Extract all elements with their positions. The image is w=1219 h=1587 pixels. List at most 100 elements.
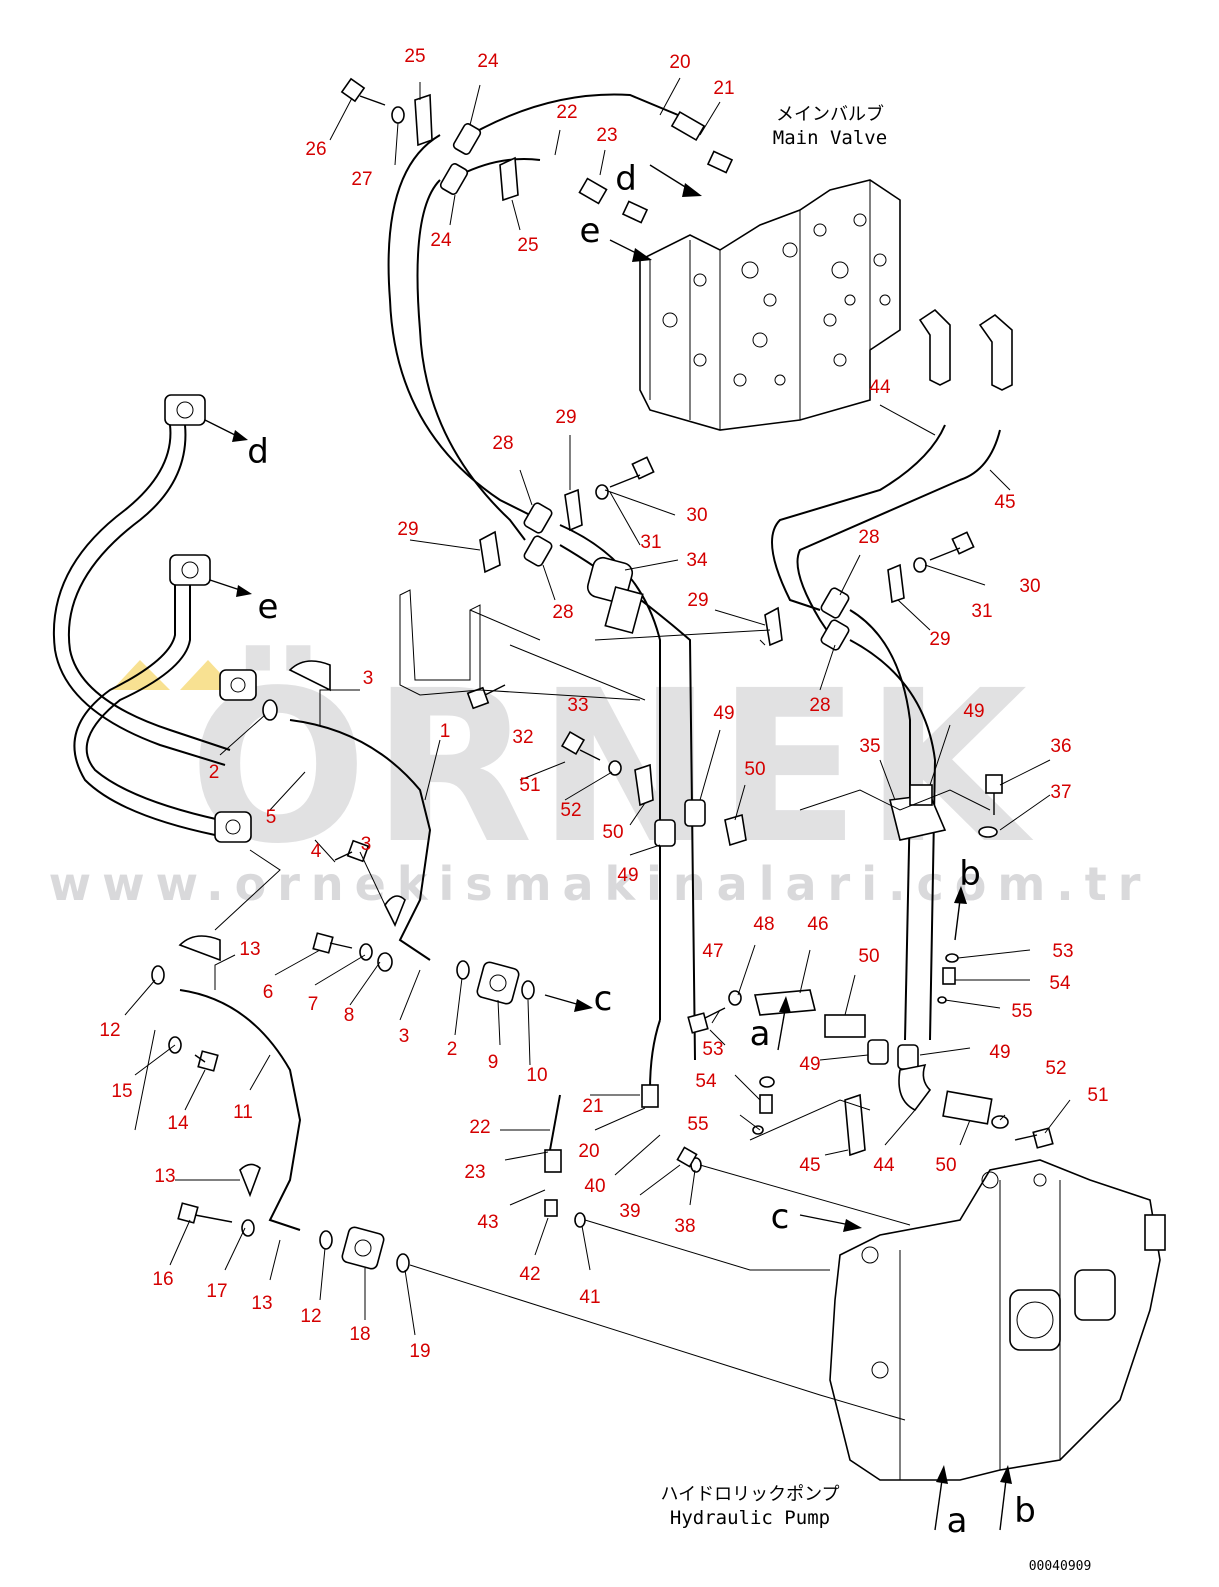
callout: 25 [404, 46, 425, 67]
callout: 31 [971, 601, 992, 622]
callout: 49 [963, 701, 984, 722]
callout: 41 [579, 1287, 600, 1308]
callout: 25 [517, 235, 538, 256]
callout: 7 [308, 994, 319, 1015]
callout: 10 [526, 1065, 547, 1086]
callout: 3 [363, 668, 374, 689]
arrow-letter-c-pump: c [771, 1197, 790, 1237]
callout: 31 [640, 532, 661, 553]
callout: 15 [111, 1081, 132, 1102]
callout: 43 [477, 1212, 498, 1233]
main-valve-label-en: Main Valve [773, 127, 887, 149]
callout: 23 [596, 125, 617, 146]
callout: 23 [464, 1162, 485, 1183]
hydraulic-pump-label-en: Hydraulic Pump [670, 1507, 830, 1529]
watermark-url: www.ornekismakinalari.com.tr [49, 857, 1152, 911]
callout: 53 [1052, 941, 1073, 962]
callout: 42 [519, 1264, 540, 1285]
callout: 5 [266, 807, 277, 828]
callout: 16 [152, 1269, 173, 1290]
callout: 44 [873, 1155, 895, 1176]
callout: 28 [809, 695, 830, 716]
callout: 36 [1050, 736, 1071, 757]
callout: 37 [1050, 782, 1071, 803]
callout: 53 [702, 1039, 723, 1060]
callout: 35 [859, 736, 880, 757]
arrow-letter-a-bracket: a [750, 1014, 771, 1054]
callout: 50 [935, 1155, 956, 1176]
callout: 28 [858, 527, 879, 548]
callout: 30 [686, 505, 707, 526]
callout: 3 [399, 1026, 410, 1047]
callout: 27 [351, 169, 372, 190]
callout: 29 [397, 519, 418, 540]
callout: 24 [477, 51, 499, 72]
callout: 20 [669, 52, 690, 73]
callout: 52 [560, 800, 581, 821]
callout: 13 [154, 1166, 175, 1187]
callout: 17 [206, 1281, 227, 1302]
callout: 3 [361, 834, 372, 855]
arrow-letter-a-pump: a [947, 1501, 968, 1541]
callout: 52 [1045, 1058, 1066, 1079]
leader-lines [124, 77, 1071, 1421]
arrow-letter-e-valve: e [580, 211, 601, 251]
callout: 46 [807, 914, 828, 935]
callout: 45 [799, 1155, 820, 1176]
callout: 24 [430, 230, 452, 251]
callout: 49 [799, 1054, 820, 1075]
callout: 50 [858, 946, 879, 967]
callout: 8 [344, 1005, 355, 1026]
arrow-letter-e-left: e [258, 587, 279, 627]
callout: 19 [409, 1341, 430, 1362]
arrow-letter-b-hose: b [959, 854, 981, 894]
callout: 2 [209, 762, 220, 783]
callout: 11 [233, 1102, 253, 1123]
small-parts [151, 77, 1054, 1273]
callout: 14 [167, 1113, 189, 1134]
drawing-code: 00040909 [1029, 1559, 1092, 1574]
callout: 28 [492, 433, 513, 454]
callout: 22 [556, 102, 577, 123]
callout: 44 [869, 377, 891, 398]
hydraulic-pump-label-jp: ハイドロリックポンプ [660, 1484, 839, 1505]
callout: 26 [305, 139, 326, 160]
callout: 51 [1087, 1085, 1108, 1106]
callout: 50 [744, 759, 765, 780]
callout: 2 [447, 1039, 458, 1060]
callout: 13 [239, 939, 260, 960]
callout: 54 [1049, 973, 1071, 994]
callout: 21 [582, 1096, 603, 1117]
callout: 55 [687, 1114, 708, 1135]
callout: 48 [753, 914, 774, 935]
callout: 29 [555, 407, 576, 428]
arrow-letter-c-flange: c [594, 979, 613, 1019]
main-valve-drawing [639, 179, 1013, 431]
callout: 49 [617, 865, 638, 886]
direction-arrows [204, 164, 1012, 1531]
callout: 12 [99, 1020, 120, 1041]
callout: 6 [263, 982, 274, 1003]
hydraulic-pump-drawing [829, 1159, 1166, 1481]
callout: 28 [552, 602, 573, 623]
callout: 49 [989, 1042, 1010, 1063]
callout: 22 [469, 1117, 490, 1138]
callout: 34 [686, 550, 708, 571]
callout: 55 [1011, 1001, 1032, 1022]
callout: 30 [1019, 576, 1040, 597]
arrow-letter-b-pump: b [1014, 1491, 1036, 1531]
arrow-letter-d-valve: d [615, 159, 637, 199]
callout: 29 [687, 590, 708, 611]
arrow-letter-d-left: d [247, 432, 269, 472]
callout: 50 [602, 822, 623, 843]
main-valve-label-jp: メインバルブ [776, 103, 884, 125]
callout: 49 [713, 703, 734, 724]
callout: 32 [512, 727, 533, 748]
callout: 33 [567, 695, 588, 716]
callout: 47 [702, 941, 723, 962]
callout: 51 [519, 775, 540, 796]
callout: 4 [311, 841, 322, 862]
callout-numbers: 25 24 20 21 26 27 22 23 24 25 28 29 30 3… [99, 46, 1108, 1362]
callout: 21 [713, 78, 734, 99]
